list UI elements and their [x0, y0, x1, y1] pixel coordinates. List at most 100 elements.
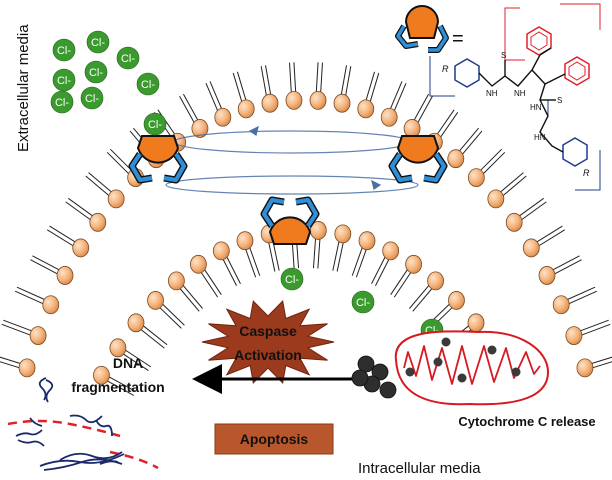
outer-lipid-head: [72, 238, 90, 258]
outer-lipid-tail: [481, 151, 506, 176]
outer-lipid-tail: [520, 201, 547, 222]
outer-lipid-head: [18, 358, 36, 378]
outer-lipid-tail: [369, 72, 380, 104]
inner-lipid-head: [427, 271, 444, 291]
inner-lipid-tail: [371, 255, 387, 285]
outer-lipid-tail: [340, 65, 347, 97]
inner-lipid-tail: [267, 240, 276, 272]
chloride-ion-circle: [50, 90, 74, 114]
chloride-ion: Cl-: [116, 46, 140, 70]
carrier-arm: [389, 152, 413, 183]
mitochondrion: [394, 330, 550, 406]
inner-lipid-tail: [221, 256, 237, 286]
caspase-label-line2: Activation: [234, 347, 302, 363]
chloride-ion-label: Cl-: [57, 45, 71, 57]
nh-label-1: NH: [486, 89, 498, 98]
cytochrome-c-molecule: [371, 363, 389, 381]
chloride-ion-circle: [136, 72, 160, 96]
outer-lipid-tail: [578, 319, 609, 332]
s-label-1: S: [501, 51, 506, 60]
inner-lipid-tail: [393, 270, 413, 298]
chloride-ion: Cl-: [52, 68, 76, 92]
chloride-ion: Cl-: [84, 60, 108, 84]
outer-lipid-tail: [460, 130, 483, 156]
outer-lipid-tail: [30, 259, 59, 276]
outer-lipid-tail: [289, 62, 292, 95]
outer-lipid-tail: [565, 286, 596, 301]
inner-lipid-tail: [390, 267, 409, 295]
outer-lipid-tail: [0, 361, 21, 369]
outer-lipid-head: [487, 189, 505, 209]
chloride-ion-circle: [80, 86, 104, 110]
outer-lipid-tail: [179, 96, 196, 125]
inner-lipid-tail: [139, 327, 165, 349]
outer-lipid-tail: [106, 151, 131, 176]
outer-lipid-tail: [265, 65, 272, 97]
inner-lipid-head: [382, 241, 400, 261]
outer-lipid-tail: [182, 93, 200, 123]
outer-lipid-tail: [553, 259, 582, 276]
outer-lipid-tail: [46, 229, 75, 248]
mitochondrial-granule: [457, 373, 467, 383]
chloride-ion-circle: [86, 30, 110, 54]
inner-lipid-head: [168, 271, 185, 291]
apoptosis-label: Apoptosis: [240, 431, 309, 447]
outer-lipid-tail: [67, 197, 95, 218]
inner-lipid-tail: [225, 255, 241, 285]
chloride-ions: Cl-Cl-Cl-Cl-Cl-Cl-Cl-Cl-Cl-Cl-Cl-Cl-: [50, 30, 444, 342]
inner-lipid-head: [236, 231, 254, 251]
outer-lipid-head: [403, 119, 421, 138]
outer-lipid-tail: [344, 66, 352, 98]
mitochondrial-granule: [405, 367, 415, 377]
inner-lipid-head: [334, 224, 352, 244]
outer-lipid-tail: [435, 109, 455, 137]
outer-lipid-tail: [517, 197, 545, 218]
outer-lipid-tail: [439, 112, 459, 139]
outer-lipid-tail: [393, 82, 407, 113]
chloride-ion-circle: [52, 38, 76, 62]
cytochrome-c-molecule: [351, 369, 369, 387]
outer-lipid-tail: [389, 81, 403, 112]
chloride-ion: Cl-: [86, 30, 110, 54]
chloride-ion-circle: [84, 60, 108, 84]
apoptosis-box: Apoptosis: [214, 423, 334, 455]
cytochrome-c-cluster: [351, 355, 397, 399]
carrier-body: [268, 216, 312, 245]
inner-lipid-tail: [332, 239, 340, 271]
outer-lipid-tail: [293, 62, 297, 95]
inner-lipid-tail: [375, 256, 391, 286]
outer-lipid-tail: [537, 229, 566, 248]
chloride-ion-circle: [351, 290, 375, 314]
outer-lipid-head: [89, 212, 107, 232]
cytochrome-label: Cytochrome C release: [458, 414, 595, 429]
outer-lipid-head: [380, 107, 398, 127]
inner-lipid-head: [212, 241, 230, 261]
outer-lipid-tail: [501, 175, 527, 198]
outer-lipid-head: [357, 99, 375, 119]
transport-cycle-arrows: [165, 125, 419, 195]
dna-label-line1: DNA: [113, 355, 143, 371]
caspase-label-line1: Caspase: [239, 323, 297, 339]
outer-lipid-tail: [478, 148, 503, 173]
mitochondrial-granule: [487, 345, 497, 355]
lipid-tails: [0, 62, 612, 396]
outer-lipid-head: [56, 266, 74, 285]
outer-lipid-head: [447, 149, 465, 169]
outer-lipid-head: [552, 295, 570, 315]
inner-lipid-tail: [203, 267, 222, 295]
outer-lipid-tail: [589, 356, 612, 365]
outer-lipid-tail: [1, 323, 32, 337]
outer-lipid-tail: [591, 361, 612, 369]
chloride-ion-label: Cl-: [148, 119, 162, 131]
outer-lipid-tail: [457, 127, 479, 154]
carrier-arm: [163, 152, 187, 183]
inner-lipid-tail: [248, 245, 261, 276]
s-label-2: S: [557, 96, 562, 105]
chloride-ion-label: Cl-: [57, 75, 71, 87]
outer-lipid-tail: [498, 172, 524, 194]
inner-lipid-head: [448, 291, 465, 310]
inner-lipid-tail: [199, 270, 219, 298]
outer-lipid-tail: [364, 71, 376, 103]
inner-lipid-tail: [355, 246, 368, 278]
outer-lipid-tail: [49, 225, 78, 244]
